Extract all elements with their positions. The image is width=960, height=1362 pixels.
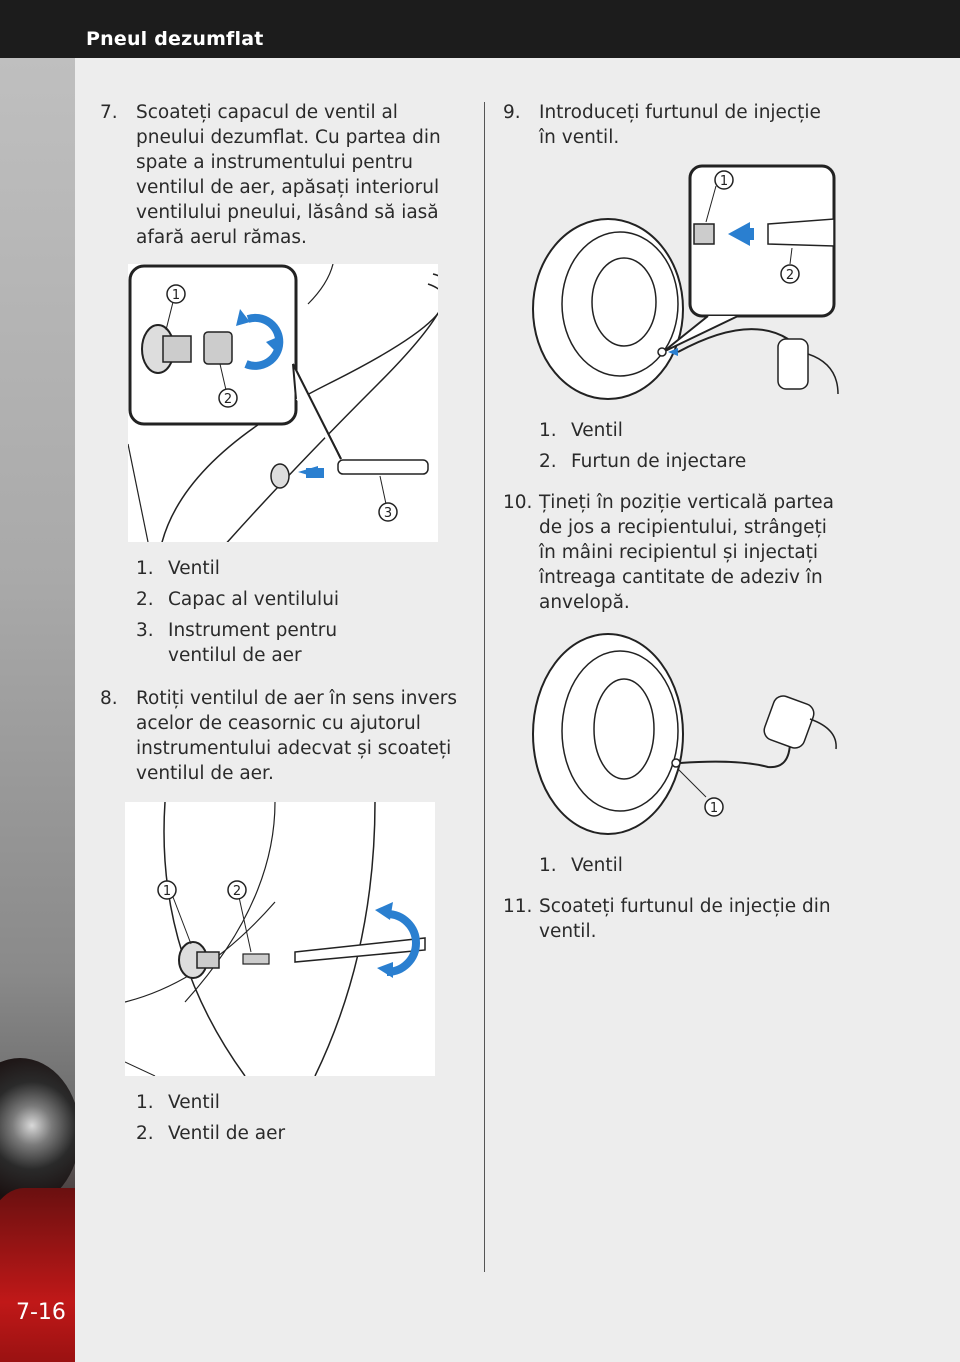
figure-remove-valve: 1 2 xyxy=(125,802,435,1076)
right-column: 9. Introduceți furtunul de injecție în v… xyxy=(503,100,843,958)
legend-item: 1. Ventil xyxy=(539,853,843,878)
legend-label: Furtun de injectare xyxy=(571,451,747,472)
callout-2: 2 xyxy=(224,392,232,407)
callout-1: 1 xyxy=(172,288,180,303)
legend-number: 2. xyxy=(136,589,154,610)
left-column: 7. Scoateți capacul de ventil al pneului… xyxy=(100,100,460,1152)
legend-label: Ventil xyxy=(168,558,220,579)
legend-item: 3. Instrument pentru ventilul de aer xyxy=(136,618,460,668)
step-text: Rotiți ventilul de aer în sens invers ac… xyxy=(136,688,458,784)
sidebar-photo xyxy=(0,58,75,1362)
legend-item: 2. Ventil de aer xyxy=(136,1121,460,1146)
legend-item: 2. Furtun de injectare xyxy=(539,449,843,474)
step-number: 8. xyxy=(100,688,118,709)
legend-label: Capac al ventilului xyxy=(168,589,340,610)
page-title: Pneul dezumflat xyxy=(86,28,264,50)
legend-number: 3. xyxy=(136,620,154,641)
legend-label: Ventil xyxy=(168,1092,220,1113)
legend-item: 1. Ventil xyxy=(539,418,843,443)
legend-number: 2. xyxy=(136,1123,154,1144)
step-9: 9. Introduceți furtunul de injecție în v… xyxy=(503,100,843,150)
legend-label: Ventil de aer xyxy=(168,1123,286,1144)
callout-2: 2 xyxy=(233,884,241,899)
legend-item: 1. Ventil xyxy=(136,1090,460,1115)
step-text: Scoateți furtunul de injecție din ventil… xyxy=(539,896,831,942)
legend-label: Ventil xyxy=(571,420,623,441)
legend-number: 2. xyxy=(539,451,557,472)
step-number: 10. xyxy=(503,492,533,513)
legend-number: 1. xyxy=(136,558,154,579)
step-10: 10. Țineți în poziție verticală partea d… xyxy=(503,490,843,615)
step-text: Introduceți furtunul de injecție în vent… xyxy=(539,102,821,148)
step-8: 8. Rotiți ventilul de aer în sens invers… xyxy=(100,686,460,786)
column-divider xyxy=(484,102,485,1272)
legend-label: Ventil xyxy=(571,855,623,876)
figure-inject-sealant: 1 xyxy=(532,633,837,835)
legend-number: 1. xyxy=(136,1092,154,1113)
headlamp-image xyxy=(0,1058,75,1208)
legend-item: 2. Capac al ventilului xyxy=(136,587,460,612)
callout-3: 3 xyxy=(384,506,392,521)
step-11: 11. Scoateți furtunul de injecție din ve… xyxy=(503,894,843,944)
step-text: Scoateți capacul de ventil al pneului de… xyxy=(136,102,441,248)
step-7: 7. Scoateți capacul de ventil al pneului… xyxy=(100,100,460,250)
page-number: 7-16 xyxy=(16,1300,66,1325)
callout-2: 2 xyxy=(786,268,794,283)
step-text: Țineți în poziție verticală partea de jo… xyxy=(539,492,834,613)
figure-insert-hose: 1 2 xyxy=(532,164,839,400)
header-bar: Pneul dezumflat xyxy=(0,0,960,58)
legend-item: 1. Ventil xyxy=(136,556,460,581)
step-number: 11. xyxy=(503,896,533,917)
step-number: 9. xyxy=(503,102,521,123)
legend-number: 1. xyxy=(539,420,557,441)
figure-valve-cap: 1 2 3 xyxy=(128,264,438,542)
callout-1: 1 xyxy=(710,801,718,816)
legend-number: 1. xyxy=(539,855,557,876)
legend-label: Instrument pentru ventilul de aer xyxy=(168,620,338,666)
callout-1: 1 xyxy=(720,174,728,189)
car-body-image xyxy=(0,1188,75,1362)
step-number: 7. xyxy=(100,102,118,123)
callout-1: 1 xyxy=(163,884,171,899)
